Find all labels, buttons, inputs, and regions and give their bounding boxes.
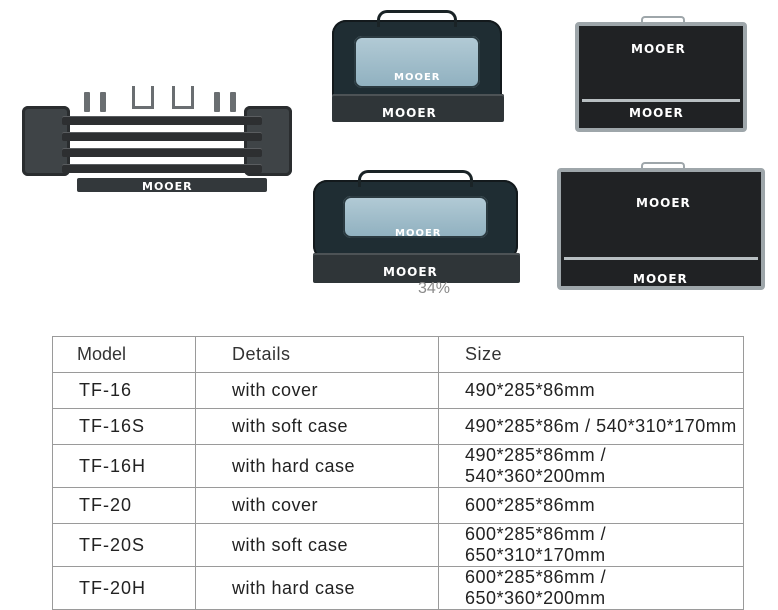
- board-bracket: [132, 86, 154, 109]
- header-model: Model: [52, 336, 196, 373]
- table-row: TF-20 with cover 600*285*86mm: [52, 487, 744, 524]
- brand-logo: MOOER: [633, 272, 688, 286]
- header-details: Details: [195, 336, 439, 373]
- cell-model: TF-20: [52, 487, 196, 524]
- hard-case-image: MOOER MOOER: [575, 16, 747, 132]
- case-handle: [358, 170, 473, 187]
- brand-logo: MOOER: [383, 265, 438, 279]
- board-rail: [62, 148, 262, 157]
- brand-logo: MOOER: [629, 106, 684, 120]
- brand-logo: MOOER: [631, 42, 686, 56]
- brand-logo: MOOER: [382, 106, 437, 120]
- board-post: [84, 92, 90, 112]
- case-panel: [354, 36, 480, 88]
- product-gallery: MOOER MOOER MOOER MOOER MOOER MOOER MOOE…: [22, 10, 765, 297]
- header-size: Size: [438, 336, 744, 373]
- hard-case-image: MOOER MOOER: [557, 162, 765, 290]
- board-post: [100, 92, 106, 112]
- cell-model: TF-16H: [52, 444, 196, 488]
- table-row: TF-16 with cover 490*285*86mm: [52, 372, 744, 409]
- board-rail: [62, 132, 262, 141]
- spec-table: Model Details Size TF-16 with cover 490*…: [52, 336, 744, 610]
- cell-model: TF-16S: [52, 408, 196, 445]
- case-handle: [641, 16, 685, 26]
- cell-size: 600*285*86mm / 650*360*200mm: [438, 566, 744, 610]
- brand-logo: MOOER: [142, 180, 193, 193]
- board-post: [230, 92, 236, 112]
- cell-size: 490*285*86mm / 540*360*200mm: [438, 444, 744, 488]
- table-row: TF-16H with hard case 490*285*86mm / 540…: [52, 444, 744, 488]
- cell-size: 600*285*86mm: [438, 487, 744, 524]
- tray-image: MOOER: [313, 253, 520, 283]
- cell-details: with hard case: [195, 566, 439, 610]
- cell-size: 490*285*86mm: [438, 372, 744, 409]
- cell-details: with soft case: [195, 523, 439, 567]
- brand-logo: MOOER: [395, 228, 442, 239]
- cell-details: with hard case: [195, 444, 439, 488]
- case-seam: [582, 99, 740, 102]
- case-handle: [377, 10, 457, 27]
- case-handle: [641, 162, 685, 172]
- case-seam: [564, 257, 758, 260]
- table-row: TF-16S with soft case 490*285*86m / 540*…: [52, 408, 744, 445]
- board-front-bar: [77, 178, 267, 192]
- table-row: TF-20H with hard case 600*285*86mm / 650…: [52, 566, 744, 610]
- table-row: TF-20S with soft case 600*285*86mm / 650…: [52, 523, 744, 567]
- brand-logo: MOOER: [636, 196, 691, 210]
- brand-logo: MOOER: [394, 72, 441, 83]
- cell-details: with cover: [195, 487, 439, 524]
- zoom-percentage: 34%: [418, 280, 451, 297]
- pedalboard-image: MOOER: [22, 86, 292, 206]
- case-panel: [343, 196, 488, 238]
- board-bracket: [172, 86, 194, 109]
- table-header-row: Model Details Size: [52, 336, 744, 373]
- cell-model: TF-16: [52, 372, 196, 409]
- board-rail: [62, 116, 262, 125]
- tray-image: MOOER: [332, 94, 504, 122]
- cell-details: with soft case: [195, 408, 439, 445]
- cell-size: 490*285*86m / 540*310*170mm: [438, 408, 744, 445]
- board-post: [214, 92, 220, 112]
- board-rail: [62, 164, 262, 173]
- cell-details: with cover: [195, 372, 439, 409]
- soft-case-image: MOOER: [313, 170, 518, 260]
- cell-size: 600*285*86mm / 650*310*170mm: [438, 523, 744, 567]
- cell-model: TF-20S: [52, 523, 196, 567]
- cell-model: TF-20H: [52, 566, 196, 610]
